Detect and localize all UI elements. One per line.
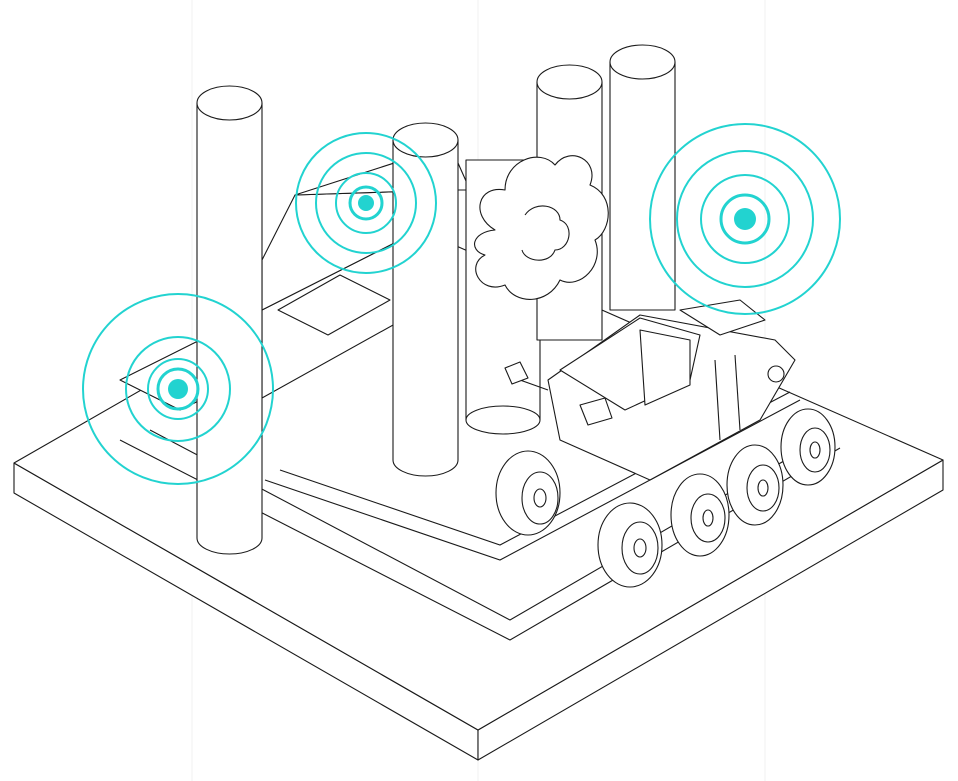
signal-beacons bbox=[82, 123, 841, 485]
rover-wheel bbox=[670, 473, 730, 557]
rover-wheel bbox=[780, 408, 836, 486]
signal-beacon-icon bbox=[295, 132, 437, 274]
rover-wheel bbox=[597, 502, 663, 588]
signal-ring bbox=[125, 336, 231, 442]
signal-ring bbox=[676, 150, 814, 288]
signal-ring bbox=[156, 367, 200, 411]
pipe-column-icon bbox=[392, 122, 459, 477]
signal-ring bbox=[719, 193, 771, 245]
rover-wheel bbox=[726, 444, 784, 526]
rover-icon bbox=[495, 299, 836, 588]
pipe-column-icon bbox=[609, 44, 676, 311]
signal-ring bbox=[348, 185, 384, 221]
rover-wheel bbox=[495, 450, 561, 536]
signal-beacon-icon bbox=[649, 123, 841, 315]
signal-ring bbox=[335, 172, 397, 234]
pipe-column-icon bbox=[196, 85, 263, 555]
signal-ring bbox=[649, 123, 841, 315]
signal-ring bbox=[295, 132, 437, 274]
signal-ring bbox=[700, 174, 790, 264]
signal-dot bbox=[734, 208, 756, 230]
signal-dot bbox=[168, 379, 188, 399]
smoke-cloud-icon bbox=[474, 155, 609, 300]
signal-beacon-icon bbox=[82, 293, 274, 485]
signal-ring bbox=[147, 358, 209, 420]
rover-wheels bbox=[495, 408, 836, 588]
signal-ring bbox=[315, 152, 417, 254]
signal-dot bbox=[358, 195, 374, 211]
signal-ring bbox=[82, 293, 274, 485]
